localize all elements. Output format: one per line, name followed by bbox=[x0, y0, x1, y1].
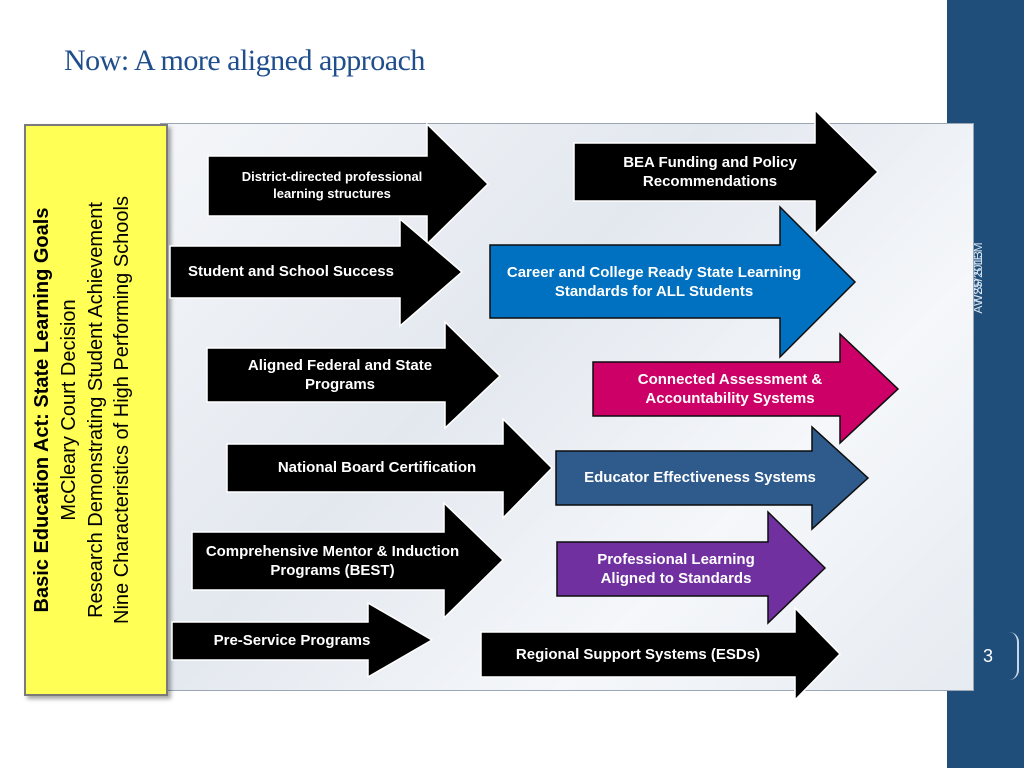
arrow-national-board bbox=[226, 417, 554, 520]
label-educator-effectiveness: Educator Effectiveness Systems bbox=[584, 469, 816, 487]
label-national-board: National Board Certification bbox=[277, 459, 477, 477]
arrow-mentor-induction bbox=[191, 501, 505, 620]
arrow-pre-service bbox=[171, 601, 434, 679]
label-mentor-induction: Comprehensive Mentor & Induction Program… bbox=[205, 542, 460, 580]
state-learning-goals-box: Basic Education Act: State Learning Goal… bbox=[24, 124, 168, 696]
arrow-career-college bbox=[489, 205, 857, 359]
label-professional-learning: Professional Learning Aligned to Standar… bbox=[597, 550, 755, 588]
arrow-aligned-federal-state bbox=[206, 320, 502, 430]
arrow-student-school-success bbox=[169, 217, 464, 328]
arrow-professional-learning bbox=[556, 510, 827, 625]
label-regional-support: Regional Support Systems (ESDs) bbox=[515, 646, 761, 664]
label-bea-funding: BEA Funding and Policy Recommendations bbox=[623, 153, 797, 191]
label-student-school-success: Student and School Success bbox=[188, 263, 394, 281]
arrow-bea-funding bbox=[573, 108, 880, 236]
label-pre-service: Pre-Service Programs bbox=[213, 632, 371, 650]
arrow-regional-support bbox=[480, 606, 842, 702]
label-district-directed: District-directed professional learning … bbox=[241, 169, 423, 201]
arrow-connected-assessment bbox=[592, 332, 900, 445]
label-career-college: Career and College Ready State Learning … bbox=[506, 263, 802, 301]
label-aligned-federal-state: Aligned Federal and State Programs bbox=[247, 356, 433, 394]
label-connected-assessment: Connected Assessment & Accountability Sy… bbox=[637, 370, 823, 408]
arrow-educator-effectiveness bbox=[555, 425, 870, 531]
arrow-district-directed bbox=[207, 122, 490, 246]
slide-title: Now: A more aligned approach bbox=[64, 44, 425, 77]
